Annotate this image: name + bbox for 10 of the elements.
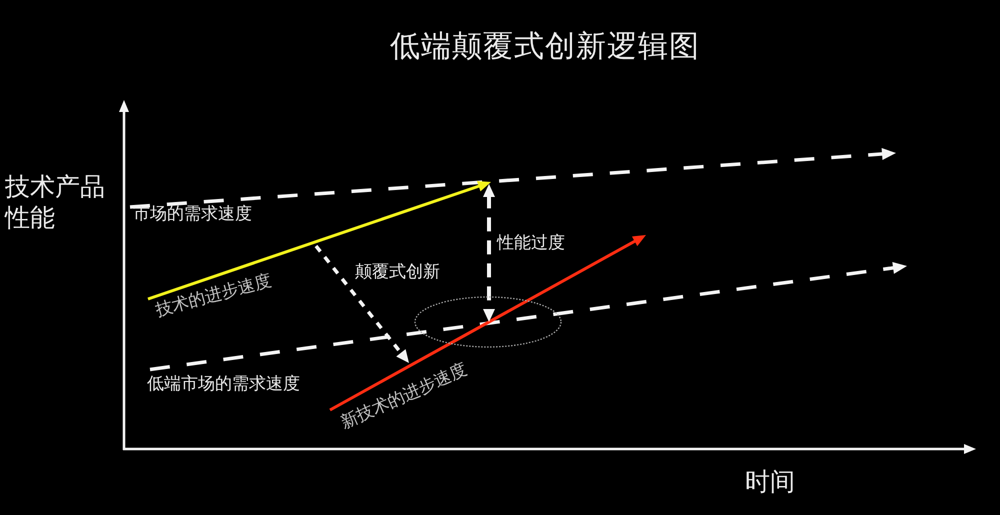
arrow-label: 颠覆式创新 [355, 261, 440, 283]
line-label: 技术的进步速度 [152, 270, 274, 323]
dotted-ellipse [414, 296, 562, 348]
line-label: 新技术的进步速度 [337, 358, 472, 435]
line-label: 低端市场的需求速度 [147, 374, 300, 394]
arrow-label: 性能过度 [497, 232, 565, 254]
line-label: 市场的需求速度 [133, 203, 252, 225]
title: 低端颠覆式创新逻辑图 [390, 29, 700, 65]
axis-label: 时间 [745, 467, 795, 497]
axis-label: 技术产品性能 [5, 171, 106, 233]
